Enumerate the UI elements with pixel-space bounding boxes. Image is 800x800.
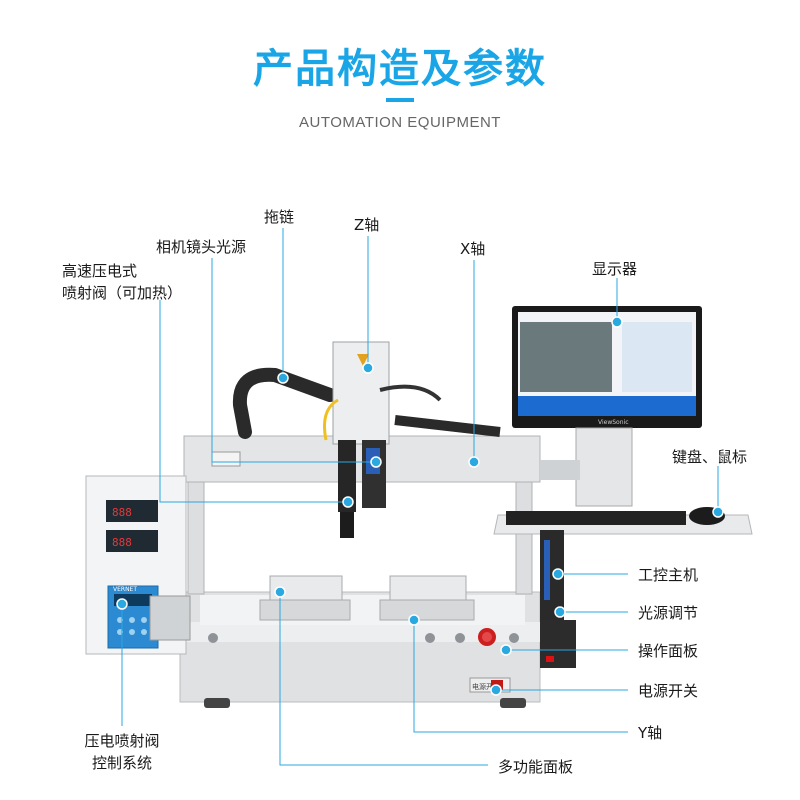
callout-dot-icon — [468, 456, 480, 468]
label-valve-line2: 喷射阀（可加热） — [62, 284, 183, 302]
label-ipc: 工控主机 — [638, 566, 699, 584]
callout-dot-icon — [370, 456, 382, 468]
monitor: ViewSonic — [512, 306, 702, 507]
callout-dot-icon — [362, 362, 374, 374]
callout-dot-icon — [712, 506, 724, 518]
callout-dot-icon — [408, 614, 420, 626]
svg-text:888: 888 — [112, 506, 132, 519]
callout-dot-icon — [490, 684, 502, 696]
page-title: 产品构造及参数 — [253, 46, 547, 92]
callout-dot-icon — [274, 586, 286, 598]
controller-cabinet: 888 888 VERNET — [85, 475, 191, 655]
industrial-pc — [540, 530, 576, 668]
label-valve-line1: 高速压电式 — [62, 262, 138, 280]
callout-dot-icon — [277, 372, 289, 384]
label-controller-line1: 压电喷射阀 — [84, 732, 160, 750]
label-operation-panel: 操作面板 — [638, 642, 699, 660]
label-monitor: 显示器 — [592, 260, 638, 278]
callout-dot-icon — [342, 496, 354, 508]
label-z-axis: Z轴 — [354, 216, 380, 234]
callout-dot-icon — [500, 644, 512, 656]
callout-lines — [121, 228, 719, 766]
page-subtitle: AUTOMATION EQUIPMENT — [299, 114, 501, 131]
callout-dot-icon — [611, 316, 623, 328]
callout-dot-icon — [116, 598, 128, 610]
label-controller-line2: 控制系统 — [91, 754, 152, 772]
emergency-stop-icon[interactable] — [478, 628, 496, 646]
monitor-brand: ViewSonic — [598, 419, 629, 426]
callout-dot-icon — [554, 606, 566, 618]
drag-chain — [232, 367, 337, 439]
z-axis-head — [323, 341, 442, 538]
label-camera-lens-light: 相机镜头光源 — [156, 238, 247, 256]
label-drag-chain: 拖链 — [264, 208, 295, 226]
work-tables — [259, 575, 475, 621]
label-keyboard-mouse: 键盘、鼠标 — [672, 448, 748, 466]
callout-dot-icon — [552, 568, 564, 580]
label-y-axis: Y轴 — [638, 724, 663, 742]
label-multi-panel: 多功能面板 — [498, 758, 574, 776]
keyboard-tray — [493, 507, 753, 535]
controller-brand: VERNET — [113, 586, 137, 593]
svg-text:888: 888 — [112, 536, 132, 549]
power-switch-text: 电源开关 — [472, 682, 500, 691]
label-light-adjust: 光源调节 — [638, 604, 699, 622]
title-underline — [386, 98, 414, 102]
label-x-axis: X轴 — [460, 240, 486, 258]
label-power-switch: 电源开关 — [638, 682, 699, 700]
